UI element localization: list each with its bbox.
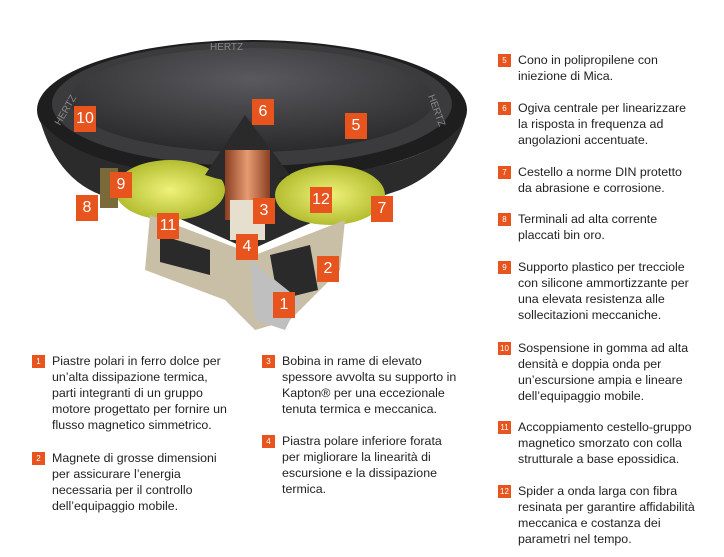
legend-10-line: dell’equipaggio mobile.: [518, 389, 645, 403]
legend-11-line: Accoppiamento cestello-gruppo: [518, 420, 692, 434]
legend-1-line: Piastre polari in ferro dolce per: [52, 354, 221, 368]
legend-2-line: per assicurare l’energia: [52, 467, 181, 481]
legend-12-line: resinata per garantire affidabilità: [518, 500, 695, 514]
legend-10-line: densità e doppia onda per: [518, 357, 662, 371]
legend-num-1: 1: [32, 355, 45, 368]
legend-6-line: Ogiva centrale per linearizzare: [518, 101, 687, 115]
legend-9-line: sollecitazioni meccaniche.: [518, 308, 662, 322]
legend-12-line: Spider a onda larga con fibra: [518, 484, 678, 498]
legend-4-line: escursione e la dissipazione: [282, 466, 437, 480]
legend-12-line: parametri nel tempo.: [518, 532, 632, 546]
legend-num-6: 6: [498, 102, 511, 115]
label-7: 7: [371, 196, 393, 222]
legend-7-line: Cestello a norme DIN protetto: [518, 165, 682, 179]
speaker-cutaway-illustration: HERTZ HERTZ HERTZ: [37, 40, 467, 330]
label-3: 3: [253, 198, 275, 224]
legend-num-11: 11: [498, 421, 511, 434]
legend-num-10: 10: [498, 342, 511, 355]
legend-9-line: una elevata resistenza alle: [518, 292, 665, 306]
label-9: 9: [110, 172, 132, 198]
legend-12-line: meccanica e costanza dei: [518, 516, 661, 530]
label-12: 12: [310, 187, 332, 213]
legend-1-line: flusso magnetico simmetrico.: [52, 418, 212, 432]
legend-num-4: 4: [262, 435, 275, 448]
label-8: 8: [76, 195, 98, 221]
legend-4-line: Piastra polare inferiore forata: [282, 434, 442, 448]
magnet: [160, 235, 210, 275]
legend-1-line: parti integranti di un gruppo: [52, 386, 203, 400]
legend-2-line: Magnete di grosse dimensioni: [52, 451, 217, 465]
legend-num-3: 3: [262, 355, 275, 368]
legend-11-line: strutturale a base epossidica.: [518, 452, 680, 466]
legend-8-line: Terminali ad alta corrente: [518, 212, 658, 226]
label-4: 4: [236, 234, 258, 260]
legend-5-line: iniezione di Mica.: [518, 69, 614, 83]
label-2: 2: [317, 256, 339, 282]
legend-9-line: Supporto plastico per trecciole: [518, 260, 685, 274]
legend-2-line: necessaria per il controllo: [52, 483, 193, 497]
label-1: 1: [273, 292, 295, 318]
brand-ring-text-top: HERTZ: [210, 42, 243, 53]
legend-10-line: un’escursione ampia e lineare: [518, 373, 683, 387]
legend-6-line: angolazioni accentuate.: [518, 133, 649, 147]
label-5: 5: [345, 113, 367, 139]
legend-1-line: un’alta dissipazione termica,: [52, 370, 208, 384]
legend-1-line: motore progettato per fornire un: [52, 402, 227, 416]
legend-num-12: 12: [498, 485, 511, 498]
legend-num-5: 5: [498, 54, 511, 67]
legend-7-line: da abrasione e corrosione.: [518, 181, 665, 195]
legend-11-line: magnetico smorzato con colla: [518, 436, 682, 450]
legend-2-line: dell’equipaggio mobile.: [52, 499, 179, 513]
label-6: 6: [252, 99, 274, 125]
spider-left: [115, 160, 225, 220]
legend-5-line: Cono in polipropilene con: [518, 53, 658, 67]
legend-4-line: per migliorare la linearità di: [282, 450, 431, 464]
legend-10-line: Sospensione in gomma ad alta: [518, 341, 689, 355]
legend-6-line: la risposta in frequenza ad: [518, 117, 664, 131]
legend-num-2: 2: [32, 452, 45, 465]
legend-3-line: Bobina in rame di elevato: [282, 354, 422, 368]
legend-3-line: Kapton® per una eccezionale: [282, 386, 445, 400]
legend-num-9: 9: [498, 261, 511, 274]
legend-3-line: tenuta termica e meccanica.: [282, 402, 437, 416]
legend-3-line: spessore avvolta su supporto in: [282, 370, 457, 384]
label-11: 11: [157, 213, 179, 239]
legend-4-line: termica.: [282, 482, 327, 496]
legend-8-line: placcati bin oro.: [518, 228, 605, 242]
legend-num-7: 7: [498, 166, 511, 179]
legend-9-line: con silicone ammortizzante per: [518, 276, 689, 290]
label-10: 10: [74, 106, 96, 132]
legend-num-8: 8: [498, 213, 511, 226]
